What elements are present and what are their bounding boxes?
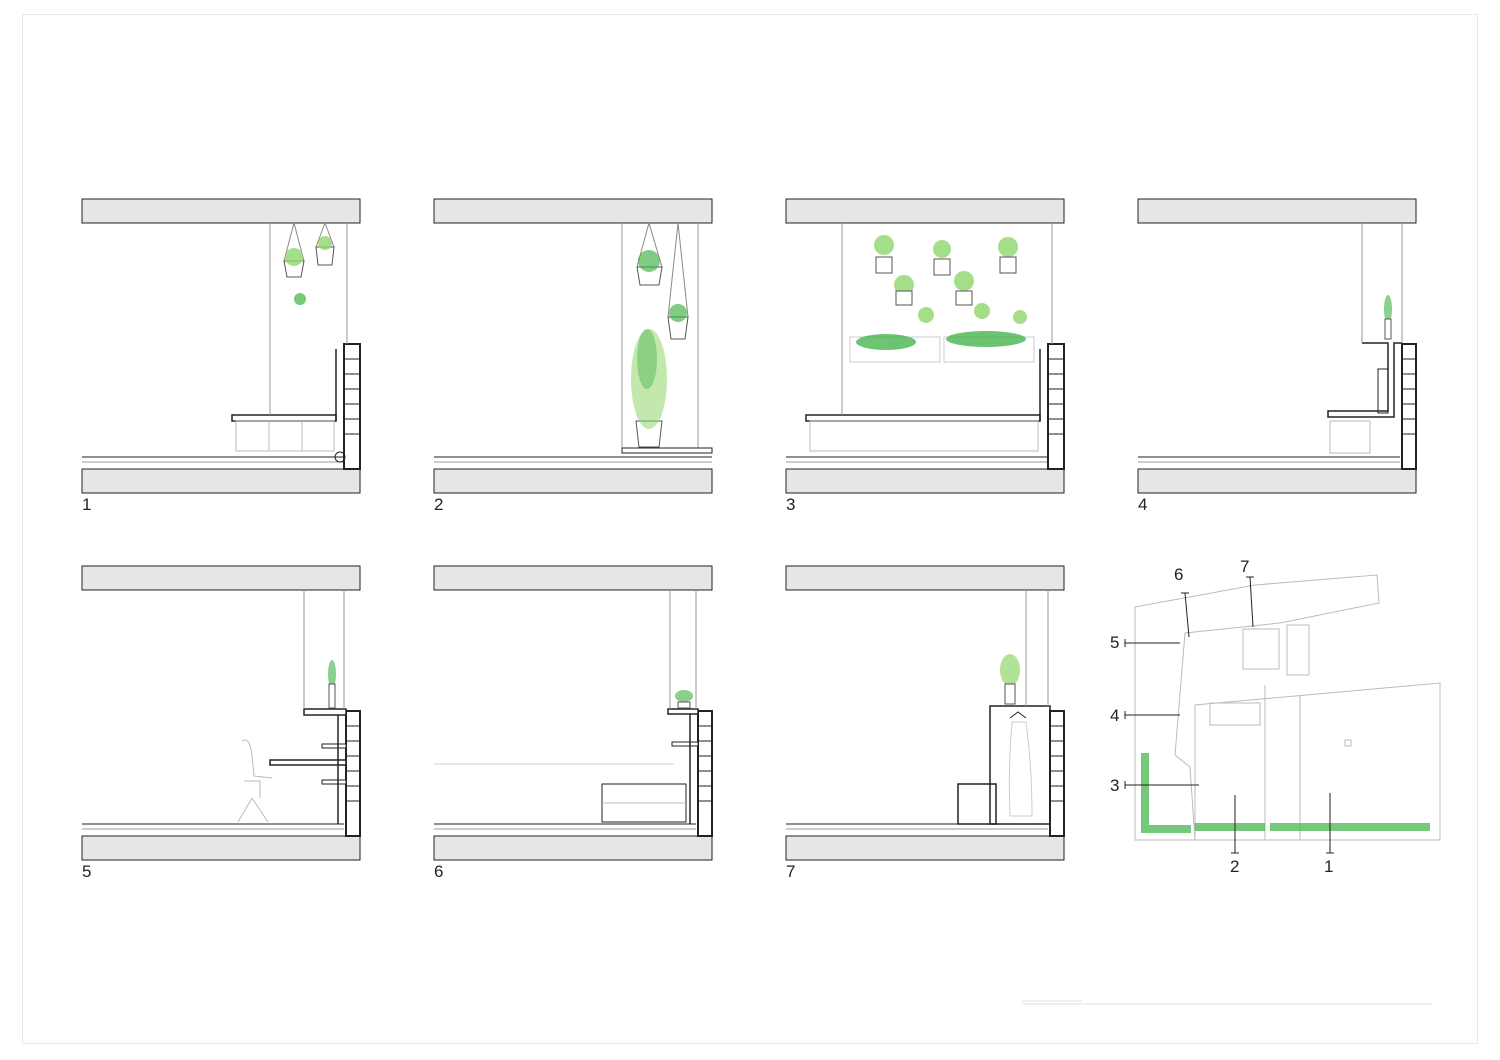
section-3: 3 <box>785 198 1068 514</box>
section-6-drawing <box>433 565 713 861</box>
plan-label-7: 7 <box>1240 557 1250 576</box>
section-5-drawing <box>81 565 361 861</box>
section-number: 1 <box>82 495 92 514</box>
section-number: 6 <box>434 862 444 881</box>
section-6: 6 <box>433 565 716 881</box>
section-5: 5 <box>81 565 364 881</box>
section-number: 2 <box>434 495 444 514</box>
scale-bar <box>1022 1000 1432 1005</box>
section-number: 3 <box>786 495 796 514</box>
plan-label-5: 5 <box>1110 633 1120 652</box>
section-3-drawing <box>785 198 1065 494</box>
key-plan-drawing <box>1124 574 1441 854</box>
plan-label-1: 1 <box>1324 857 1334 876</box>
section-1: 1 <box>81 198 364 514</box>
section-7-drawing <box>785 565 1065 861</box>
section-number: 7 <box>786 862 796 881</box>
plan-label-2: 2 <box>1230 857 1240 876</box>
key-plan: 1 2 3 4 5 6 7 <box>1105 555 1455 885</box>
section-4: 4 <box>1137 198 1420 514</box>
section-2-drawing <box>433 198 713 494</box>
section-4-drawing <box>1137 198 1417 494</box>
section-7: 7 <box>785 565 1068 881</box>
section-1-drawing <box>81 198 361 494</box>
plan-label-6: 6 <box>1174 565 1184 584</box>
drawing-sheet <box>22 14 1478 1044</box>
plan-label-4: 4 <box>1110 706 1120 725</box>
section-2: 2 <box>433 198 716 514</box>
plan-label-3: 3 <box>1110 776 1120 795</box>
section-number: 4 <box>1138 495 1148 514</box>
section-number: 5 <box>82 862 92 881</box>
